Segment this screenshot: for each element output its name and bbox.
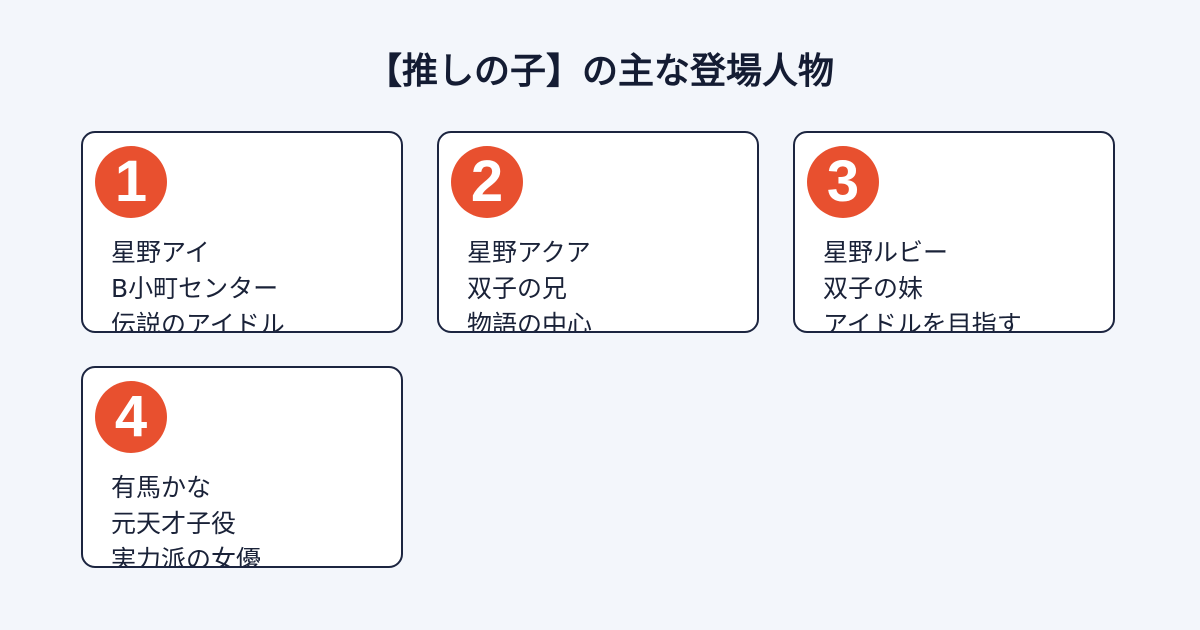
character-card-2: 2 星野アクア 双子の兄 物語の中心 xyxy=(437,131,759,333)
character-role: 元天才子役 xyxy=(111,509,237,538)
character-card-3: 3 星野ルビー 双子の妹 アイドルを目指す xyxy=(793,131,1115,333)
character-description: 物語の中心 xyxy=(467,310,593,333)
number-badge: 3 xyxy=(807,146,879,218)
page-title: 【推しの子】の主な登場人物 xyxy=(365,51,834,92)
character-name: 星野アイ xyxy=(111,238,210,267)
character-description: アイドルを目指す xyxy=(823,310,1022,333)
character-card-4: 4 有馬かな 元天才子役 実力派の女優 xyxy=(81,366,403,568)
character-name: 星野アクア xyxy=(467,238,591,267)
card-text-lines: 星野ルビー 双子の妹 アイドルを目指す xyxy=(823,235,1105,333)
character-role: 双子の兄 xyxy=(467,274,568,303)
character-card-1: 1 星野アイ B小町センター 伝説のアイドル xyxy=(81,131,403,333)
number-badge: 2 xyxy=(451,146,523,218)
character-description: 伝説のアイドル xyxy=(111,310,285,333)
character-role: 双子の妹 xyxy=(823,274,924,303)
number-badge: 1 xyxy=(95,146,167,218)
card-text-lines: 有馬かな 元天才子役 実力派の女優 xyxy=(111,470,393,568)
character-name: 有馬かな xyxy=(111,473,212,502)
character-role: B小町センター xyxy=(111,274,279,303)
character-name: 星野ルビー xyxy=(823,238,949,267)
card-text-lines: 星野アイ B小町センター 伝説のアイドル xyxy=(111,235,393,333)
character-description: 実力派の女優 xyxy=(111,545,262,568)
card-text-lines: 星野アクア 双子の兄 物語の中心 xyxy=(467,235,749,333)
number-badge: 4 xyxy=(95,381,167,453)
